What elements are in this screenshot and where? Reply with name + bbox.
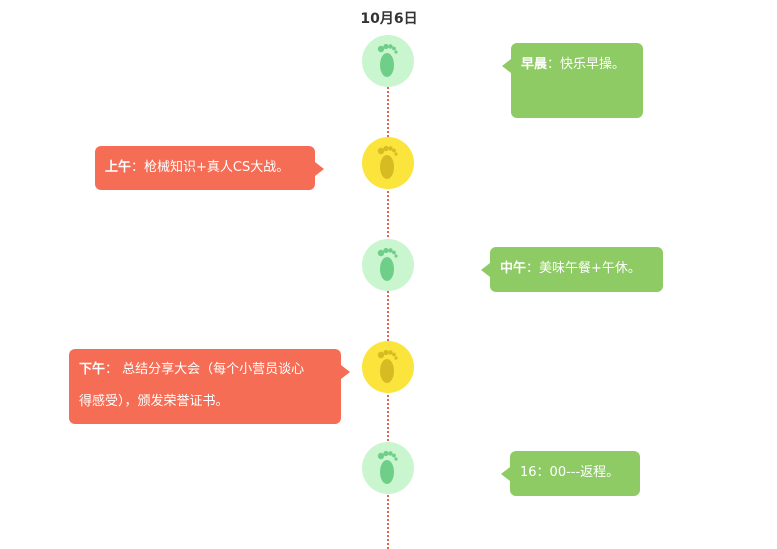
event-bubble-forenoon: 上午：枪械知识+真人CS大战。 <box>95 146 324 190</box>
event-text: 16：00---返程。 <box>520 465 620 480</box>
event-text: 美味午餐+午休。 <box>539 261 641 276</box>
timeline-node-2 <box>362 137 414 189</box>
footprint-icon <box>373 245 403 285</box>
event-separator: ： <box>547 57 561 72</box>
footprint-icon <box>373 41 403 81</box>
event-separator: ： <box>526 261 540 276</box>
event-label: 下午 <box>79 362 106 377</box>
footprint-icon <box>373 448 403 488</box>
footprint-icon <box>373 347 403 387</box>
event-text: 枪械知识+真人CS大战。 <box>144 160 290 175</box>
event-bubble-noon: 中午：美味午餐+午休。 <box>481 247 663 292</box>
event-text: 快乐早操。 <box>560 57 626 72</box>
event-text-continued: 得感受），颁发荣誉证书。 <box>79 394 229 409</box>
timeline-node-1 <box>362 35 414 87</box>
event-text: 总结分享大会（每个小营员谈心 <box>122 362 305 377</box>
timeline-line <box>387 82 389 549</box>
timeline-node-4 <box>362 341 414 393</box>
event-bubble-return: 16：00---返程。 <box>501 451 640 496</box>
event-separator: ： <box>131 160 145 175</box>
timeline-node-5 <box>362 442 414 494</box>
event-label: 中午 <box>500 261 527 276</box>
event-bubble-afternoon: 下午： 总结分享大会（每个小营员谈心得感受），颁发荣誉证书。 <box>69 349 350 424</box>
timeline-node-3 <box>362 239 414 291</box>
event-separator: ： <box>105 362 123 377</box>
footprint-icon <box>373 143 403 183</box>
event-label: 上午 <box>105 160 132 175</box>
event-bubble-morning: 早晨：快乐早操。 <box>502 43 643 118</box>
timeline-date: 10月6日 <box>360 11 418 27</box>
event-label: 早晨 <box>521 57 548 72</box>
